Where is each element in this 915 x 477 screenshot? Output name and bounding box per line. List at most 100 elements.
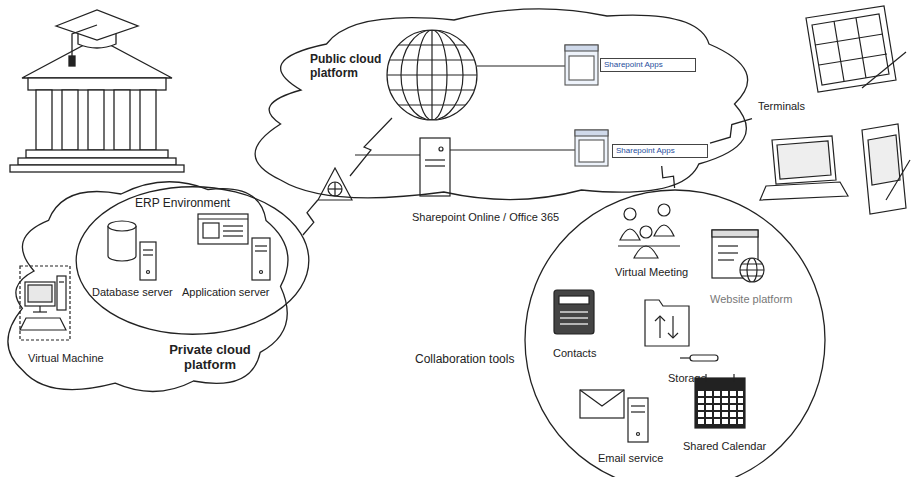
node-label: Private cloud platform — [160, 342, 260, 372]
router-icon-part — [318, 168, 352, 200]
storage: Storage — [640, 300, 735, 390]
globe-icon-part — [385, 28, 480, 122]
terminal-devices-part — [760, 182, 848, 200]
terminal-devices-part — [868, 135, 900, 185]
node-label: Shared Calendar — [683, 440, 766, 453]
network-lines-part — [355, 154, 420, 155]
collaboration-circle: Collaboration toolsVirtual MeetingWebsit… — [410, 188, 830, 477]
database-server-icon-part — [147, 271, 150, 274]
contacts-icon-part — [560, 317, 588, 318]
calendar-icon-part — [733, 374, 734, 382]
public-cloud-outline — [250, 0, 760, 200]
node-label: Terminals — [758, 100, 805, 113]
database-server-icon-part — [140, 242, 156, 280]
university-building-part — [69, 56, 75, 66]
sharepoint-server-icon-part — [425, 159, 445, 160]
lightning-link — [662, 166, 675, 188]
application-server-icon-part — [255, 250, 267, 251]
university-building-part — [114, 90, 130, 150]
application-server-icon-part — [223, 230, 243, 231]
virtual-machine-icon-part — [25, 282, 55, 306]
website-icon-part-part — [740, 269, 764, 270]
network-lines-part — [450, 149, 575, 150]
database-server: Database server — [90, 216, 178, 302]
virtual-machine-icon-part — [20, 266, 70, 340]
email-service: Email service — [575, 385, 670, 470]
database-server-icon-part — [108, 221, 136, 231]
sharepoint-server-icon-part — [420, 138, 450, 196]
virtual-machine-icon-part — [57, 276, 66, 310]
website-icon-part — [718, 259, 734, 260]
router-icon-part — [350, 118, 392, 176]
app-window-icons-part — [569, 56, 594, 80]
database-server-icon-part — [143, 254, 153, 255]
app-window-icons-part — [575, 130, 608, 136]
application-server-icon-part — [260, 271, 263, 274]
website-icon-part-part — [740, 263, 764, 264]
meeting-icon-part — [634, 246, 658, 258]
router-icon-part — [334, 182, 335, 196]
university-building-part — [26, 150, 168, 158]
storage-icon-part — [659, 316, 660, 338]
email-icon-part — [637, 433, 640, 436]
collaboration-circle-outline — [410, 188, 830, 477]
network-lines-part — [477, 65, 565, 66]
contacts-icon-part — [560, 311, 588, 312]
email-icon-part — [628, 398, 648, 442]
sharepoint-app: Sharepoint Apps — [562, 42, 710, 88]
erp-environment: ERP EnvironmentDatabase serverApplicatio… — [75, 186, 310, 335]
terminal-devices-part — [772, 136, 836, 184]
university-building — [10, 10, 184, 172]
app-window-icons-part — [565, 45, 598, 85]
node-label: Application server — [182, 286, 269, 299]
application-server-icon — [198, 214, 270, 280]
terminals: Terminals — [752, 2, 910, 218]
terminal-devices-part — [815, 34, 883, 45]
node-label: Collaboration tools — [415, 352, 514, 366]
node-label: Public cloud platform — [310, 52, 396, 80]
sharepoint-server: Sharepoint Online / Office 365 — [400, 133, 570, 225]
meeting-icon-part — [658, 204, 670, 216]
node-label: Database server — [92, 286, 173, 299]
storage-icon-part — [668, 333, 678, 338]
meeting-icon-part — [624, 208, 636, 220]
sharepoint-app: Sharepoint Apps — [572, 128, 710, 166]
app-window-icons-part — [565, 45, 598, 51]
erp-environment-outline-path — [76, 187, 309, 335]
website-icon-part — [712, 230, 758, 237]
email-icon-part — [580, 390, 624, 418]
globe-icon-part-part — [385, 104, 480, 105]
sharepoint-server-icon — [420, 138, 450, 196]
collaboration-circle-outline-path — [525, 190, 825, 477]
node-label: Sharepoint Apps — [600, 58, 696, 72]
router-icon — [318, 118, 392, 200]
database-server-icon — [108, 221, 156, 280]
router-icon-part — [328, 182, 342, 196]
email-icon-part — [631, 411, 645, 412]
website-icon-part — [740, 258, 764, 282]
storage-icon — [645, 300, 718, 361]
database-server-icon-part — [143, 249, 153, 250]
terminal-devices-part — [819, 54, 887, 65]
node-label: Virtual Machine — [28, 352, 104, 365]
meeting-icon — [618, 204, 680, 258]
website-icon-part — [718, 252, 738, 253]
private-cloud: Private cloud platformERP EnvironmentDat… — [5, 172, 295, 392]
virtual-machine-icon — [20, 266, 70, 340]
globe-icon-part-part — [385, 89, 480, 90]
globe-icon-part-part — [385, 44, 480, 45]
university-building-part — [18, 158, 176, 165]
node-label: Sharepoint Apps — [612, 144, 708, 158]
website-icon — [712, 230, 764, 282]
app-window-icons-part — [579, 140, 604, 162]
email-icon-part — [580, 390, 624, 406]
globe-icon-part-part — [385, 74, 480, 75]
contacts-icon-part — [554, 290, 594, 334]
application-server-icon-part — [203, 223, 219, 238]
node-label: Email service — [598, 452, 663, 465]
public-cloud: Public cloud platformSharepoint AppsShar… — [250, 0, 760, 200]
calendar-icon-part — [697, 390, 743, 426]
university-building-part — [10, 165, 184, 172]
university-building-part — [62, 90, 78, 150]
